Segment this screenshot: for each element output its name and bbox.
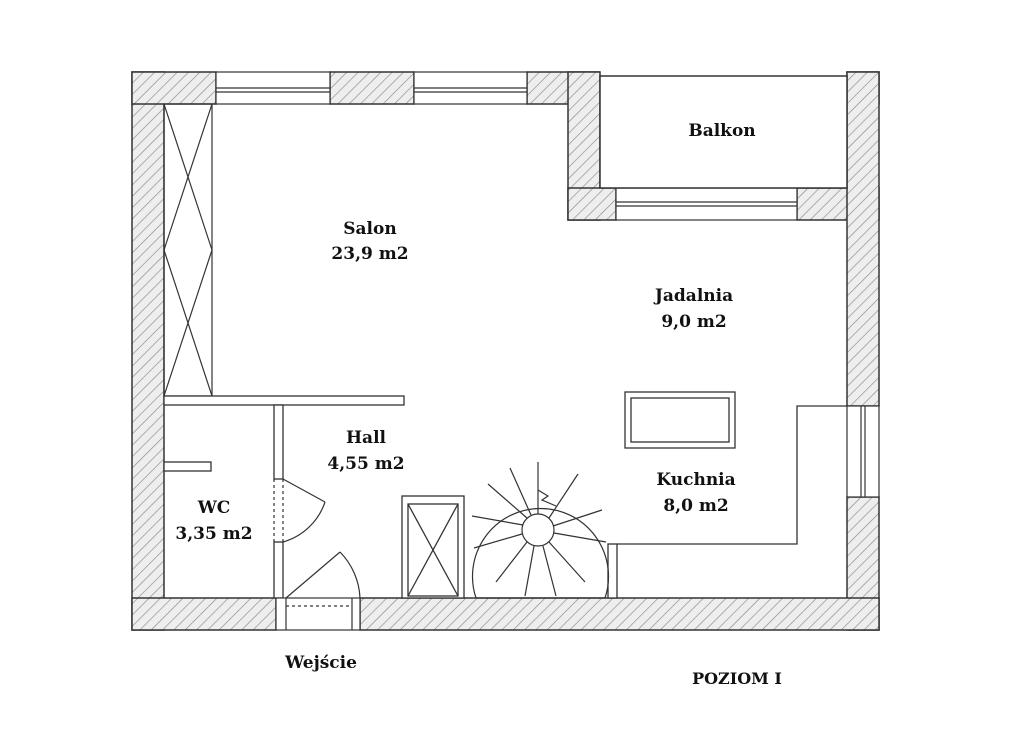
window-right	[846, 405, 880, 498]
wardrobe-left	[163, 103, 213, 397]
kuchnia-area: 8,0 m2	[663, 496, 728, 516]
spiral-stairs	[471, 462, 610, 599]
window-balcony	[615, 187, 798, 221]
jadalnia-label: Jadalnia	[653, 286, 733, 306]
salon-area: 23,9 m2	[331, 244, 408, 264]
kuchnia-label: Kuchnia	[656, 470, 735, 490]
kitchen-counter	[617, 405, 847, 545]
window-top-middle	[413, 71, 528, 105]
hall-label: Hall	[346, 428, 387, 448]
balcony-label: Balkon	[688, 121, 755, 141]
kitchen-island	[624, 391, 736, 449]
shaft-box	[401, 495, 465, 599]
entrance-label: Wejście	[284, 653, 357, 673]
hall-area: 4,55 m2	[327, 454, 404, 474]
door-entrance	[275, 551, 361, 631]
window-top-left	[215, 71, 331, 105]
balcony-outline	[599, 75, 848, 189]
door-wc	[273, 478, 326, 543]
level-label: POZIOM I	[692, 669, 782, 688]
jadalnia-area: 9,0 m2	[661, 312, 726, 332]
wc-area: 3,35 m2	[175, 524, 252, 544]
salon-label: Salon	[343, 219, 396, 239]
wc-label: WC	[197, 498, 231, 518]
